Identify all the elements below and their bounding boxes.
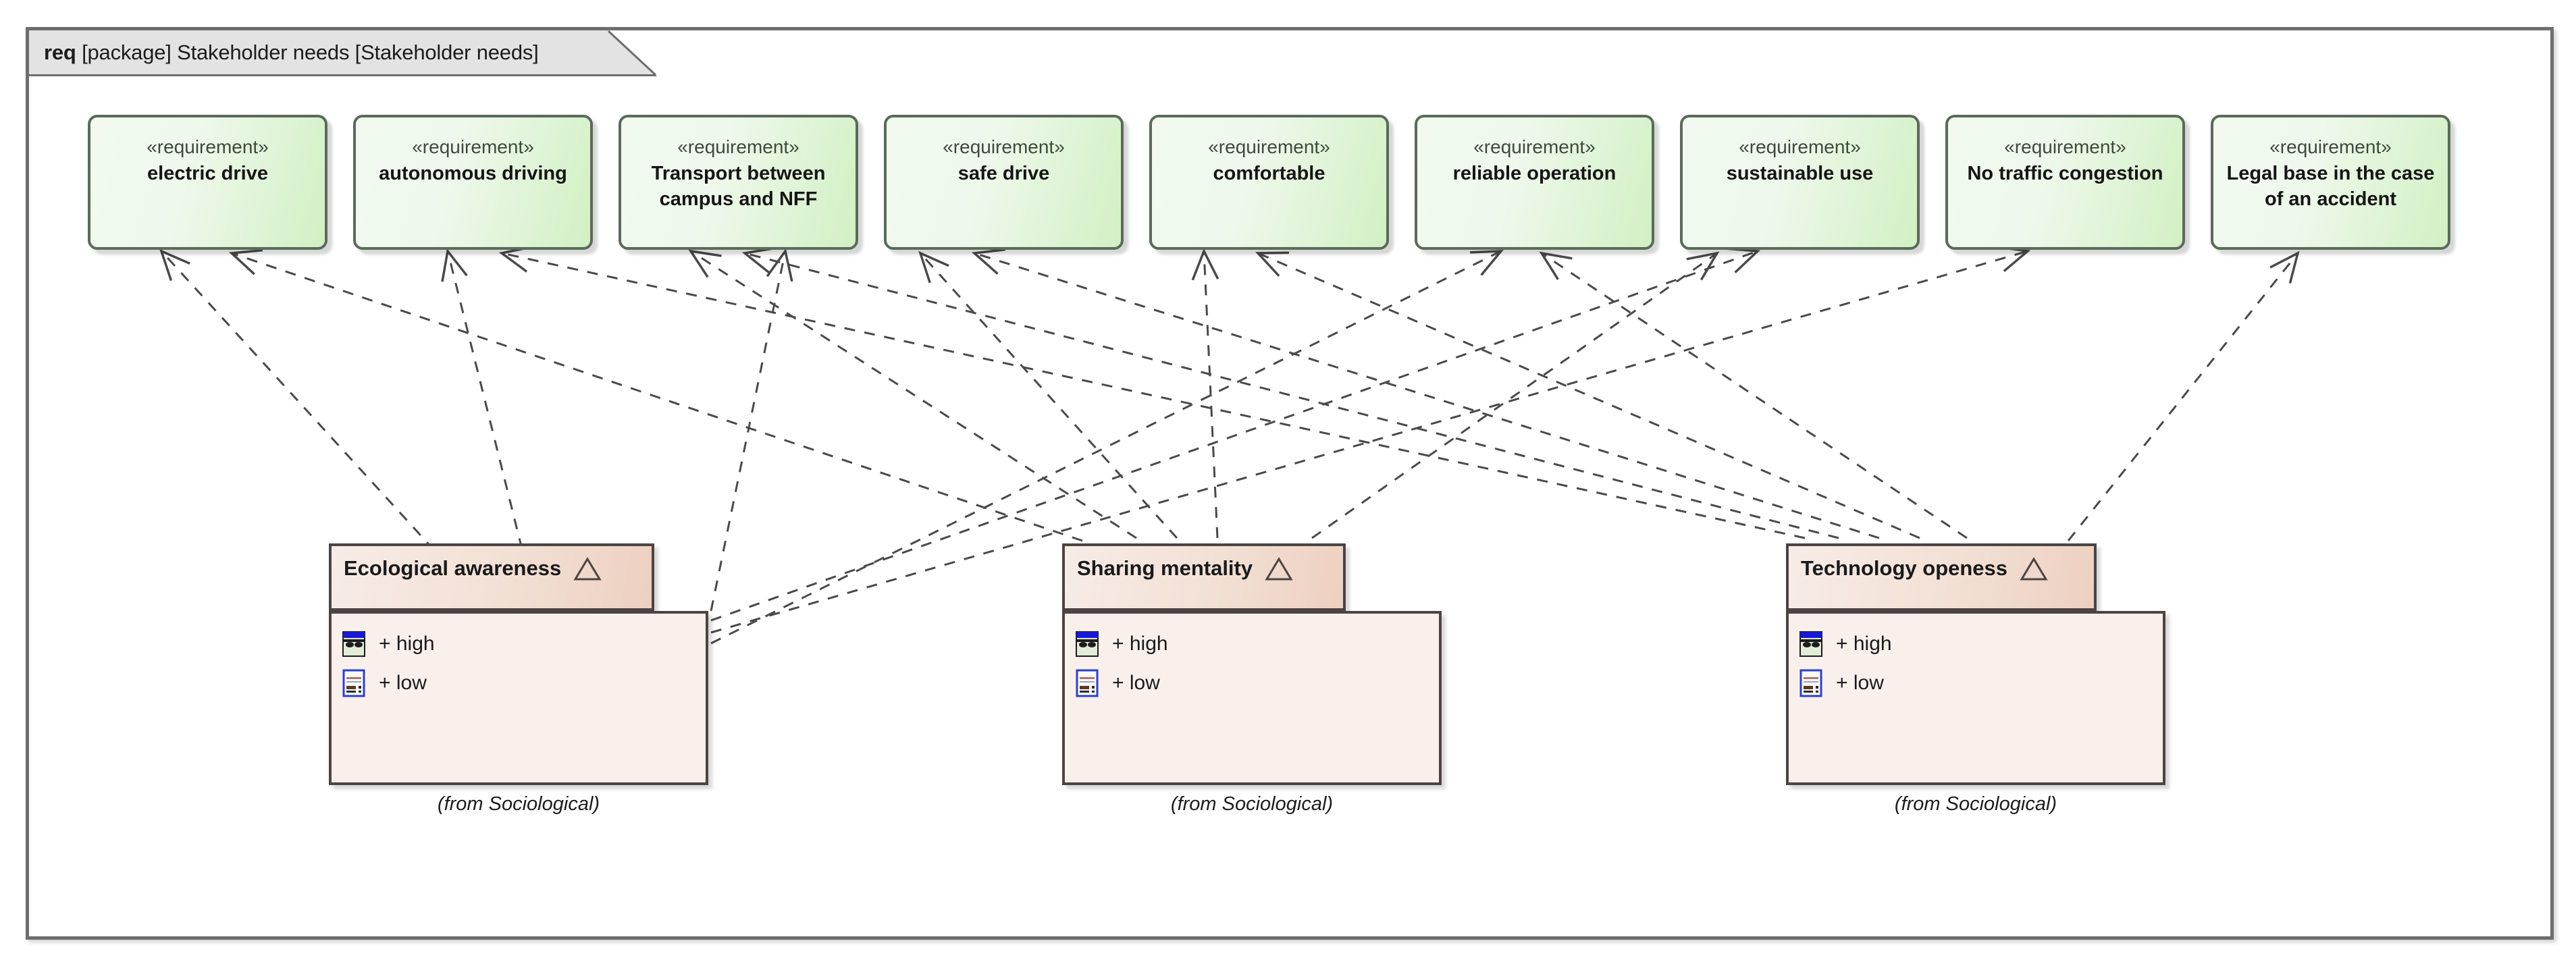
stakeholder-body: + high + low [1062, 611, 1442, 785]
requirement-stereotype: «requirement» [2269, 136, 2392, 157]
enum-literal-low-icon [342, 669, 365, 697]
requirement-stereotype: «requirement» [677, 136, 799, 157]
stakeholder-body: + high + low [1786, 611, 2165, 785]
enum-literal-label: + high [1836, 633, 1892, 655]
requirement-stereotype: «requirement» [147, 136, 269, 157]
stakeholder-from-caption: (from Sociological) [437, 793, 600, 815]
stakeholder-title: Technology openess [1801, 556, 2008, 580]
stakeholder-header[interactable]: Ecological awareness [329, 543, 654, 611]
diagram-kind-keyword: req [44, 40, 76, 64]
stakeholder-header[interactable]: Sharing mentality [1062, 543, 1346, 611]
diagram-frame-header: req [package] Stakeholder needs [Stakeho… [29, 30, 657, 76]
requirement-box-autonomous-driving[interactable]: «requirement» autonomous driving [353, 115, 593, 250]
stakeholder-from-caption: (from Sociological) [1894, 793, 2057, 815]
requirement-stereotype: «requirement» [943, 136, 1065, 157]
requirement-box-sustainable-use[interactable]: «requirement» sustainable use [1680, 115, 1920, 250]
stakeholder-title: Sharing mentality [1077, 556, 1253, 580]
enum-literal-row[interactable]: + low [1798, 664, 2163, 703]
enum-literal-label: + high [379, 633, 435, 655]
requirement-box-electric-drive[interactable]: «requirement» electric drive [88, 115, 327, 250]
enumeration-triangle-icon [1265, 557, 1293, 581]
diagram-frame: req [package] Stakeholder needs [Stakeho… [26, 27, 2554, 940]
stakeholder-header[interactable]: Technology openess [1786, 543, 2097, 611]
enum-literal-row[interactable]: + low [341, 664, 706, 703]
enum-literal-label: + low [1836, 672, 1884, 694]
requirement-stereotype: «requirement» [1739, 136, 1861, 157]
requirement-name: sustainable use [1726, 163, 1874, 184]
requirement-box-no-traffic-congestion[interactable]: «requirement» No traffic congestion [1945, 115, 2185, 250]
stakeholder-body: + high + low [329, 611, 708, 785]
stakeholder-title: Ecological awareness [344, 556, 562, 580]
enum-literal-low-icon [1799, 669, 1822, 697]
requirement-name: electric drive [147, 163, 268, 184]
requirement-box-transport-between-campus-and-nff[interactable]: «requirement» Transport between campus a… [619, 115, 858, 250]
enum-literal-high-icon [1076, 631, 1099, 657]
requirement-name: Transport between campus and NFF [651, 163, 826, 210]
requirement-stereotype: «requirement» [1208, 136, 1330, 157]
requirement-name: Legal base in the case of an accident [2226, 163, 2435, 210]
requirement-box-reliable-operation[interactable]: «requirement» reliable operation [1415, 115, 1654, 250]
enum-literal-row[interactable]: + high [1798, 624, 2163, 664]
requirement-stereotype: «requirement» [1473, 136, 1596, 157]
enumeration-triangle-icon [573, 557, 602, 581]
requirement-name: comfortable [1213, 163, 1325, 184]
enum-literal-high-icon [342, 631, 365, 657]
requirement-stereotype: «requirement» [412, 136, 534, 157]
enum-literal-row[interactable]: + high [1074, 624, 1439, 664]
enum-literal-row[interactable]: + low [1074, 664, 1439, 703]
enum-literal-low-icon [1076, 669, 1099, 697]
enum-literal-high-icon [1799, 631, 1822, 657]
requirement-name: safe drive [957, 163, 1050, 184]
requirement-name: reliable operation [1452, 163, 1616, 184]
stakeholder-from-caption: (from Sociological) [1170, 793, 1334, 815]
enum-literal-label: + low [379, 672, 427, 694]
requirement-stereotype: «requirement» [2004, 136, 2126, 157]
requirement-name: No traffic congestion [1967, 163, 2163, 184]
enum-literal-label: + low [1112, 672, 1160, 694]
requirement-name: autonomous driving [379, 163, 567, 184]
requirement-box-legal-base-accident[interactable]: «requirement» Legal base in the case of … [2211, 115, 2450, 250]
requirement-box-safe-drive[interactable]: «requirement» safe drive [884, 115, 1124, 250]
requirement-box-comfortable[interactable]: «requirement» comfortable [1149, 115, 1389, 250]
diagram-title-text: [package] Stakeholder needs [Stakeholder… [82, 40, 539, 64]
diagram-title: req [package] Stakeholder needs [Stakeho… [44, 41, 539, 65]
enum-literal-row[interactable]: + high [341, 624, 706, 664]
enum-literal-label: + high [1112, 633, 1168, 655]
enumeration-triangle-icon [2020, 557, 2048, 581]
